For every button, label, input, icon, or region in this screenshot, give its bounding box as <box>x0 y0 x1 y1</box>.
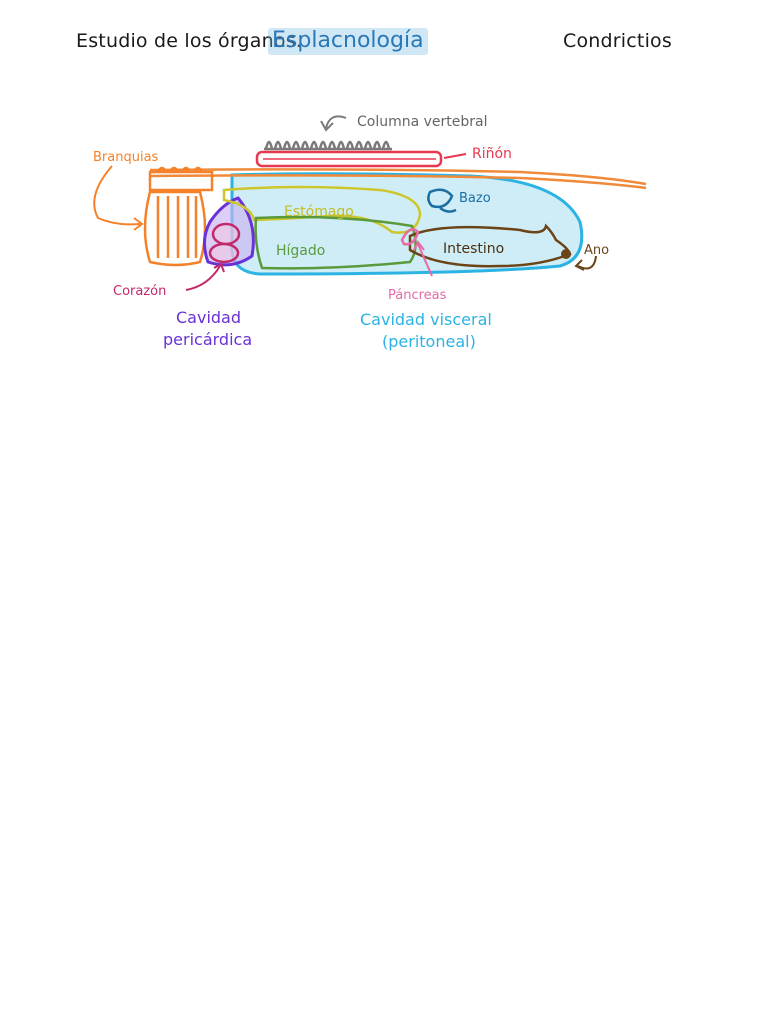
header-subject: Estudio de los órganos. <box>76 30 303 52</box>
dorsal-line <box>149 168 647 190</box>
arrow-pancreas <box>417 243 433 277</box>
vertebral-column <box>264 115 392 151</box>
label-intestino: Intestino <box>443 241 504 257</box>
page-title: Esplacnología <box>268 28 428 55</box>
label-cavidad-visceral-line1: Cavidad visceral <box>360 310 492 329</box>
label-branquias: Branquias <box>93 150 159 165</box>
pancreas <box>400 228 420 246</box>
label-corazon: Corazón <box>113 284 166 299</box>
label-estomago: Estómago <box>284 204 354 220</box>
heart <box>208 222 241 264</box>
arrow-corazon <box>185 265 221 291</box>
label-ano: Ano <box>584 243 609 258</box>
label-rinon: Riñón <box>472 146 512 162</box>
spleen <box>427 188 457 213</box>
intestine <box>408 223 572 268</box>
arrow-branquias <box>93 165 141 226</box>
liver <box>254 215 417 270</box>
label-cavidad-pericardica-line1: Cavidad <box>176 308 241 327</box>
anus <box>561 249 571 259</box>
label-higado: Hígado <box>276 243 325 259</box>
label-pancreas: Páncreas <box>388 288 447 303</box>
header-topic: Condrictios <box>563 30 672 52</box>
gills <box>143 166 214 267</box>
label-bazo: Bazo <box>459 191 491 206</box>
arrow-ano <box>577 255 597 270</box>
label-cavidad-pericardica-line2: pericárdica <box>163 330 252 349</box>
label-cavidad-visceral-line2: (peritoneal) <box>382 332 476 351</box>
kidney <box>255 150 443 168</box>
label-columna-vertebral: Columna vertebral <box>357 114 488 130</box>
arrow-rinon <box>443 153 467 159</box>
stomach <box>222 185 422 234</box>
visceral-cavity-shape <box>230 172 584 276</box>
